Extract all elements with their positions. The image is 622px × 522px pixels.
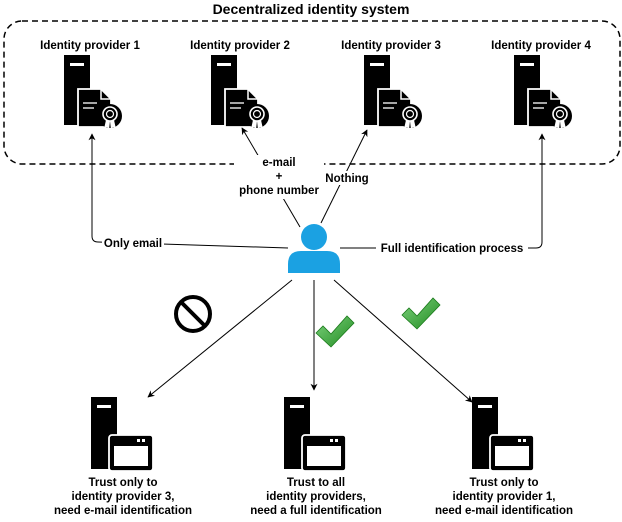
identity-provider-1: Identity provider 1 bbox=[40, 40, 140, 131]
service-label-line3: need e-mail identification bbox=[54, 505, 192, 517]
service-label-line3: need e-mail identification bbox=[435, 505, 573, 517]
service-label-line1: Trust only to bbox=[470, 477, 539, 489]
edge-label-email: e-mail bbox=[262, 157, 295, 169]
identity-provider-3: Identity provider 3 bbox=[341, 40, 441, 131]
provider-label: Identity provider 4 bbox=[491, 40, 591, 52]
service-label-line3: need a full identification bbox=[250, 505, 382, 517]
server-window-icon bbox=[283, 396, 347, 472]
server-certificate-icon bbox=[513, 54, 573, 131]
edge-to-provider-2: e-mail + phone number bbox=[234, 127, 324, 228]
service-label-line2: identity providers, bbox=[266, 491, 366, 503]
edge-label-phone-number: phone number bbox=[239, 185, 319, 197]
service-2: Trust to all identity providers, need a … bbox=[250, 396, 382, 517]
edge-label-nothing: Nothing bbox=[325, 173, 368, 185]
service-3: Trust only to identity provider 1, need … bbox=[435, 396, 573, 517]
no-entry-icon bbox=[174, 295, 212, 333]
user-icon bbox=[288, 224, 340, 273]
server-window-icon bbox=[471, 396, 535, 472]
service-1: Trust only to identity provider 3, need … bbox=[54, 396, 192, 517]
server-certificate-icon bbox=[210, 54, 270, 131]
check-icon bbox=[315, 315, 355, 348]
service-label-line2: identity provider 1, bbox=[453, 491, 556, 503]
service-label-line1: Trust to all bbox=[287, 477, 345, 489]
edge-to-provider-1: Only email bbox=[88, 133, 289, 250]
service-label-line2: identity provider 3, bbox=[72, 491, 175, 503]
edge-to-provider-3: Nothing bbox=[320, 129, 372, 224]
provider-label: Identity provider 3 bbox=[341, 40, 441, 52]
edge-label-plus: + bbox=[276, 171, 283, 183]
edge-to-service-3 bbox=[333, 279, 473, 403]
service-label-line1: Trust only to bbox=[89, 477, 158, 489]
provider-label: Identity provider 1 bbox=[40, 40, 140, 52]
server-certificate-icon bbox=[363, 54, 423, 131]
diagram-title: Decentralized identity system bbox=[213, 1, 410, 17]
server-window-icon bbox=[90, 396, 154, 472]
edge-label-full-identification: Full identification process bbox=[381, 243, 524, 255]
identity-provider-4: Identity provider 4 bbox=[491, 40, 591, 131]
edge-label-only-email: Only email bbox=[104, 238, 162, 250]
provider-label: Identity provider 2 bbox=[190, 40, 290, 52]
server-certificate-icon bbox=[63, 54, 123, 131]
check-icon bbox=[401, 297, 441, 330]
edge-to-provider-4: Full identification process bbox=[340, 133, 546, 255]
identity-provider-2: Identity provider 2 bbox=[190, 40, 290, 131]
edge-to-service-1 bbox=[147, 279, 293, 398]
